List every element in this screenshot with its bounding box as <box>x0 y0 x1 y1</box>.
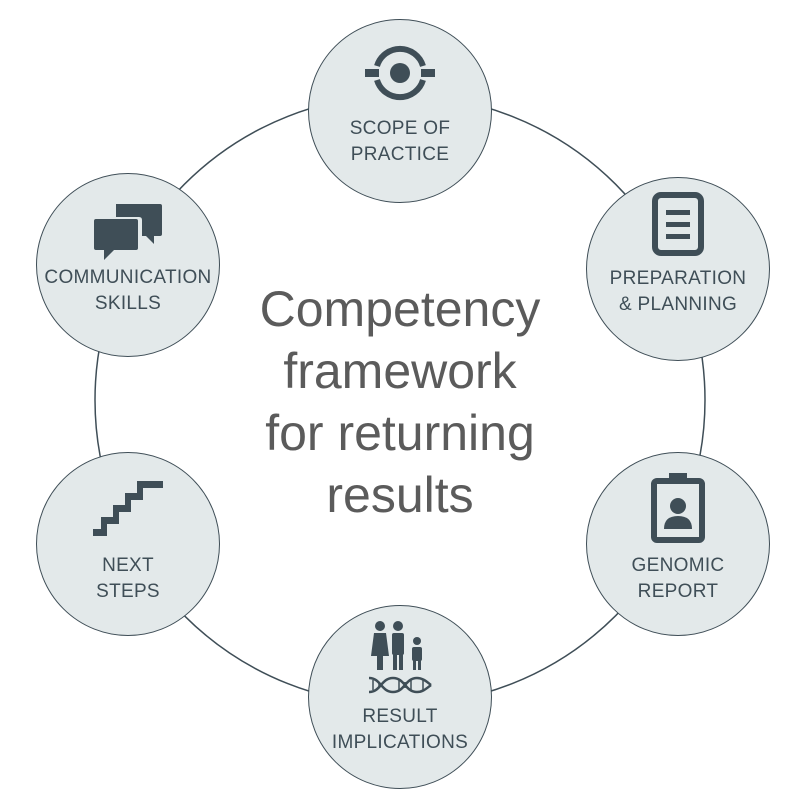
title-line: for returning <box>265 405 535 461</box>
node-label: COMMUNICATION <box>44 267 212 288</box>
node-preparation-planning: PREPARATION & PLANNING <box>586 177 770 361</box>
node-label: GENOMIC <box>631 555 725 576</box>
node-label: SCOPE OF <box>349 118 451 139</box>
speech-bubbles-icon <box>94 204 162 260</box>
node-label: IMPLICATIONS <box>331 732 469 753</box>
node-label: PREPARATION <box>609 268 747 289</box>
node-communication-skills: COMMUNICATION SKILLS <box>36 173 220 357</box>
node-label: PRACTICE <box>350 144 450 165</box>
title-line: Competency <box>259 281 541 337</box>
id-badge-icon <box>651 473 705 543</box>
family-dna-icon <box>368 621 432 694</box>
node-label: REPORT <box>637 581 719 602</box>
node-genomic-report: GENOMIC REPORT <box>586 452 770 636</box>
node-label: STEPS <box>96 581 160 602</box>
node-label: RESULT <box>362 706 438 727</box>
eye-target-icon <box>365 45 435 101</box>
node-label: SKILLS <box>94 293 162 314</box>
stairs-icon <box>93 481 163 536</box>
node-label: NEXT <box>102 555 154 576</box>
node-scope-of-practice: SCOPE OF PRACTICE <box>308 19 492 203</box>
checklist-icon <box>652 192 704 256</box>
node-result-implications: RESULT IMPLICATIONS <box>308 605 492 789</box>
framework-title: Competency framework for returning resul… <box>200 278 600 526</box>
node-label: & PLANNING <box>618 294 738 315</box>
title-line: framework <box>283 343 517 399</box>
node-next-steps: NEXT STEPS <box>36 452 220 636</box>
title-line: results <box>326 467 474 523</box>
